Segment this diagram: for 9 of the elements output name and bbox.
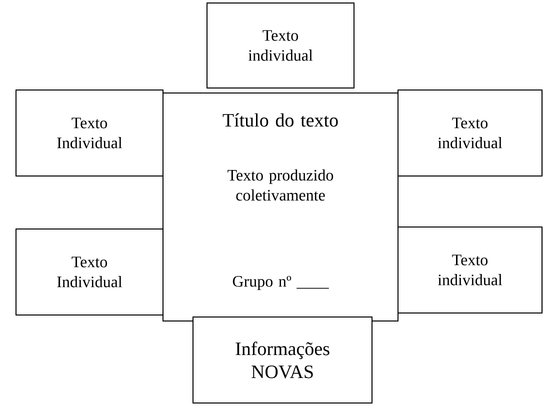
- group-number-field: Grupo nº ____: [232, 276, 329, 290]
- body-text: Texto produzido coletivamente: [228, 169, 334, 201]
- text-box: Informações NOVAS: [192, 316, 372, 404]
- text-box: Texto individual: [206, 2, 354, 88]
- text-box: Texto individual: [398, 90, 542, 176]
- text-box: Texto Individual: [16, 90, 164, 176]
- title-text: Título do texto: [222, 113, 338, 127]
- text-box: Texto Individual: [16, 228, 164, 316]
- text-box: Texto individual: [398, 226, 542, 314]
